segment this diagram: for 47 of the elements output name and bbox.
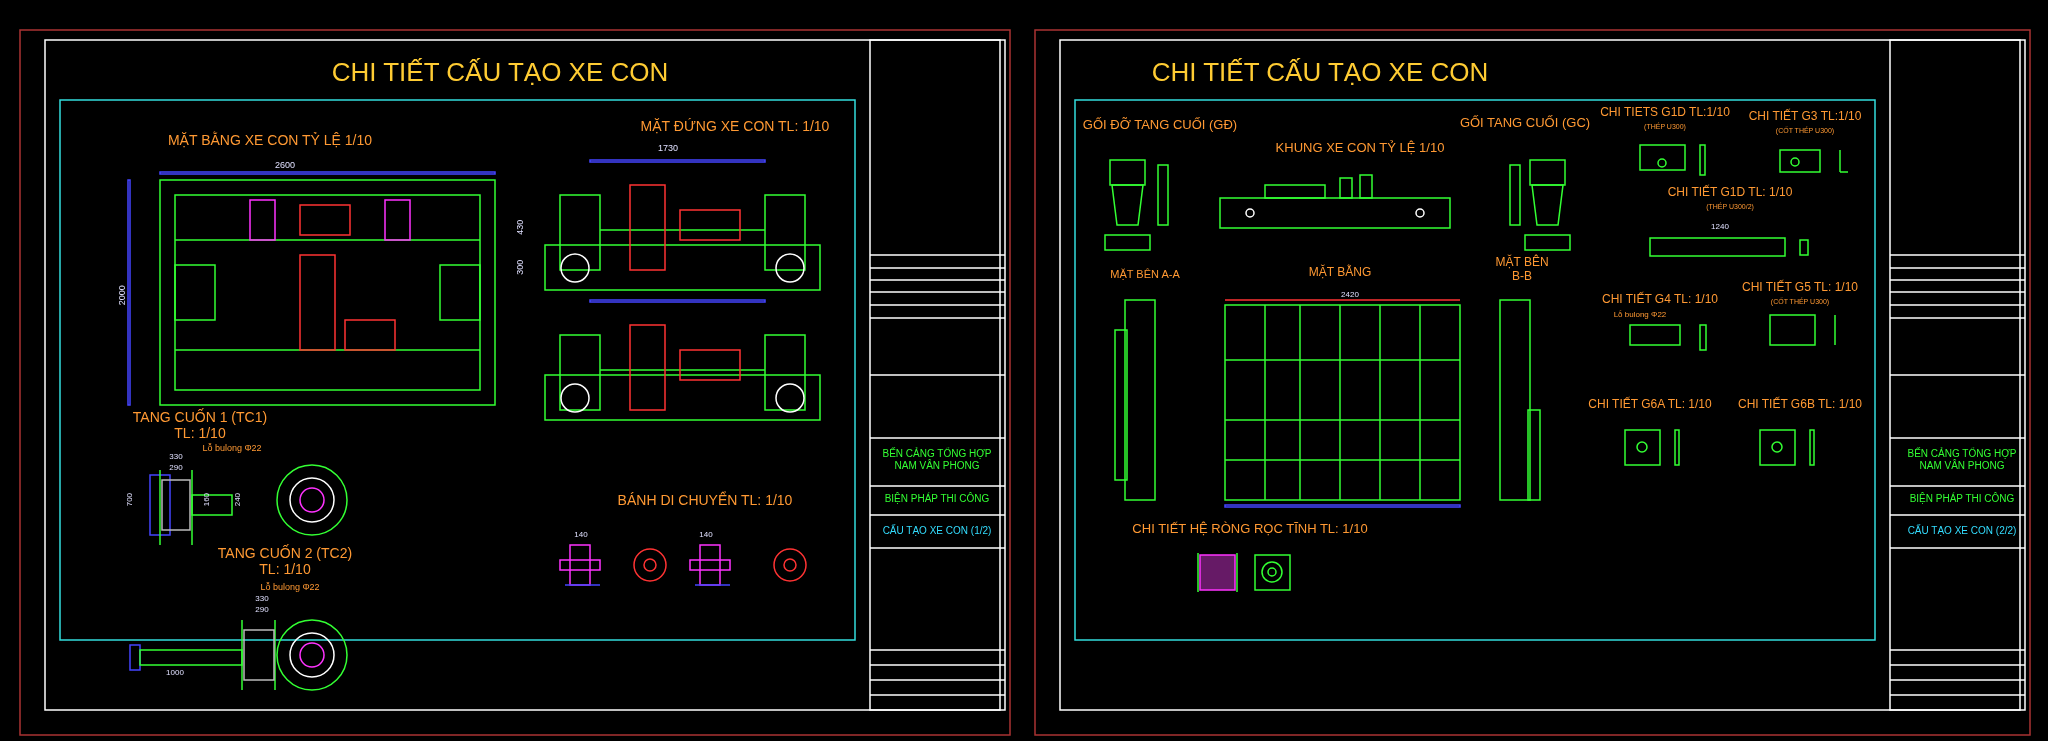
view-title: CHI TIẾT G3 TL:1/10 [1748, 110, 1862, 124]
view-title: TANG CUỐN 2 (TC2) TL: 1/10 [216, 545, 354, 578]
view-title: KHUNG XE CON TỶ LỆ 1/10 [1275, 141, 1445, 156]
view-title: MẶT BÊN B-B [1494, 256, 1550, 284]
drawing-title: CHI TIẾT CẤU TẠO XE CON [331, 58, 669, 88]
dimension-text: 290 [255, 605, 269, 615]
dimension-text: 330 [255, 594, 269, 604]
view-title: GỐI TANG CUỐI (GC) [1459, 116, 1591, 131]
view-title: CHI TIẾT G4 TL: 1/10 [1601, 293, 1719, 307]
view-title: CHI TIẾT HỆ RÒNG RỌC TĨNH TL: 1/10 [1132, 522, 1368, 537]
dimension-text: 2600 [275, 160, 295, 171]
dimension-text: 430 [514, 219, 526, 235]
note-text: Lỗ bulong Φ22 [202, 443, 262, 454]
view-title: CHI TIETS G1D TL:1/10 [1600, 106, 1730, 120]
dimension-text: 2420 [1341, 290, 1359, 300]
drawing-title: CHI TIẾT CẤU TẠO XE CON [1151, 58, 1489, 88]
dimension-text: 140 [699, 530, 713, 540]
dimension-text: 160 [202, 492, 212, 507]
title-block-text: BẾN CẢNG TỔNG HỢP NAM VÂN PHONG [881, 448, 993, 471]
dimension-text: 140 [574, 530, 588, 540]
view-title: MẶT ĐỨNG XE CON TL: 1/10 [640, 118, 830, 135]
view-title: CHI TIẾT G6A TL: 1/10 [1588, 398, 1712, 412]
dimension-text: 1000 [166, 668, 184, 678]
note-text: Lỗ bulong Φ22 [260, 582, 320, 593]
dimension-text: 1240 [1711, 222, 1729, 232]
title-block-text: BIỆN PHÁP THI CÔNG [884, 493, 990, 505]
title-block-text: CẤU TẠO XE CON (2/2) [1907, 525, 2017, 537]
dimension-text: 290 [169, 463, 183, 473]
view-title: GỐI ĐỠ TANG CUỐI (GĐ) [1082, 118, 1238, 133]
dimension-text: 300 [514, 259, 526, 275]
view-title: CHI TIẾT G1D TL: 1/10 [1667, 186, 1793, 200]
title-block-text: BẾN CẢNG TỔNG HỢP NAM VÂN PHONG [1906, 448, 2018, 471]
view-title: MẶT BẰNG [1308, 266, 1372, 280]
title-block-text: CẤU TẠO XE CON (1/2) [882, 525, 992, 537]
view-title: CHI TIẾT G5 TL: 1/10 [1741, 281, 1859, 295]
note-text: Lỗ bulong Φ22 [1613, 310, 1667, 320]
view-title: TANG CUỐN 1 (TC1) TL: 1/10 [131, 409, 269, 442]
view-title: CHI TIẾT G6B TL: 1/10 [1737, 398, 1863, 412]
title-block-text: BIỆN PHÁP THI CÔNG [1909, 493, 2015, 505]
view-title: MẶT BÊN A-A [1110, 268, 1180, 281]
dimension-text: 240 [233, 492, 243, 507]
dimension-text: 1730 [658, 143, 678, 154]
dimension-text: 330 [169, 452, 183, 462]
view-title: MẶT BẰNG XE CON TỶ LỆ 1/10 [167, 132, 373, 149]
dimension-text: 2000 [116, 285, 128, 306]
dimension-text: 700 [125, 492, 135, 507]
view-title: BÁNH DI CHUYỂN TL: 1/10 [617, 492, 793, 509]
